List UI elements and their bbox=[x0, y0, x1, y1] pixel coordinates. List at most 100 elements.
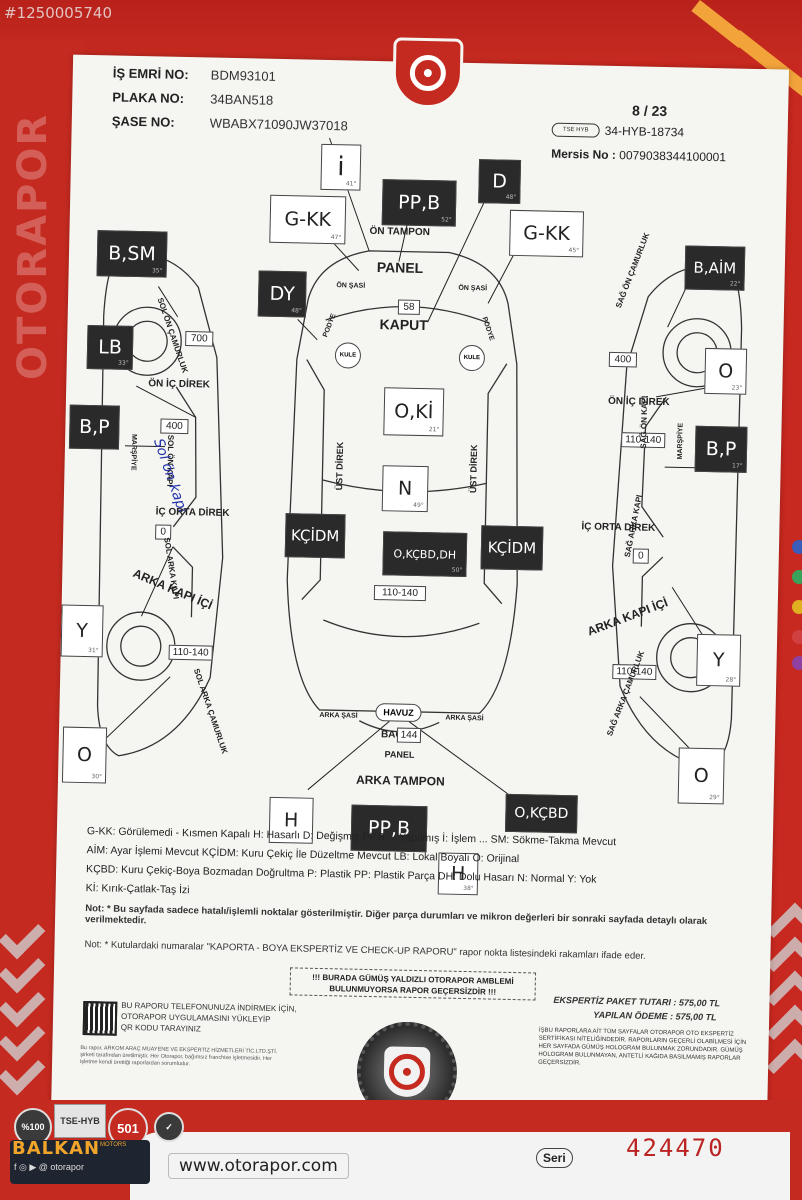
color-swatch bbox=[792, 630, 802, 644]
value-sag-on-camurluk: 400 bbox=[608, 351, 638, 368]
color-swatch bbox=[792, 540, 802, 554]
brand-ghost-text: OTORAPOR bbox=[10, 112, 56, 380]
box-degree: 28° bbox=[725, 676, 737, 684]
label-sag-on-kapi: SAĞ ÖN KAPI bbox=[639, 395, 650, 449]
label-on-sasi-left: ÖN ŞASİ bbox=[336, 282, 366, 290]
box-degree: 31° bbox=[87, 647, 99, 655]
hologram-fine-print: İŞBU RAPORLARA AİT TÜM SAYFALAR OTORAPOR… bbox=[538, 1027, 747, 1067]
box-degree: 50° bbox=[451, 566, 463, 574]
box-degree: 48° bbox=[505, 193, 517, 201]
box-degree: 17° bbox=[731, 462, 743, 470]
left-chevrons bbox=[0, 912, 50, 1096]
box-text: B,AİM bbox=[693, 258, 737, 278]
label-marspiye-left: MARŞPİYE bbox=[129, 433, 138, 471]
label-ic-orta-direk-right: İÇ ORTA DİREK bbox=[581, 521, 656, 534]
box-text: Y bbox=[712, 649, 725, 672]
box-text: O,Kİ bbox=[394, 400, 434, 424]
kaput-value: 58 bbox=[397, 299, 421, 315]
report-paper: İŞ EMRİ NO: BDM93101 PLAKA NO: 34BAN518 … bbox=[50, 37, 790, 1130]
box-text: KÇİDM bbox=[290, 526, 340, 546]
label-arka-tampon: ARKA TAMPON bbox=[355, 772, 445, 789]
box-text: LB bbox=[98, 336, 123, 359]
box-degree: 41° bbox=[345, 180, 357, 188]
box-text: B,P bbox=[78, 415, 110, 439]
damage-box-okcbd: O,KÇBD bbox=[504, 793, 578, 834]
box-degree: 29° bbox=[709, 794, 720, 802]
label-arka-sasi-right: ARKA ŞASİ bbox=[445, 714, 484, 723]
badge-tse-hyb: TSE-HYB bbox=[54, 1104, 106, 1138]
paket-label: EKSPERTİZ PAKET TUTARI : bbox=[553, 994, 677, 1008]
qr-fine-print: Bu rapor, ARKOM ARAÇ MUAYENE VE EKSPERTİ… bbox=[80, 1044, 278, 1068]
box-degree: 23° bbox=[731, 384, 743, 392]
odeme-label: YAPILAN ÖDEME : bbox=[593, 1009, 674, 1022]
value-sag-arka-kapi: 0 bbox=[632, 548, 649, 564]
seri-label: Seri bbox=[536, 1148, 573, 1168]
qr-instructions: BU RAPORU TELEFONUNUZA İNDİRMEK İÇİN, OT… bbox=[121, 1000, 297, 1037]
label-panel-bottom: PANEL bbox=[384, 749, 415, 760]
value-sol-on-kapi: 400 bbox=[160, 418, 189, 435]
note-2: Not: * Kutulardaki numaralar "KAPORTA - … bbox=[84, 939, 646, 962]
box-text: H bbox=[283, 809, 299, 832]
box-text: i bbox=[336, 152, 345, 183]
box-degree: 33° bbox=[118, 359, 129, 367]
box-text: O bbox=[693, 764, 709, 788]
label-arka-sasi-left: ARKA ŞASİ bbox=[319, 711, 358, 720]
damage-box-kcidm-left: KÇİDM bbox=[284, 513, 346, 559]
value-sol-on-camurluk: 700 bbox=[185, 331, 214, 347]
otorapor-logo-icon bbox=[388, 1053, 426, 1091]
website-link[interactable]: www.otorapor.com bbox=[168, 1153, 349, 1179]
label-ic-orta-direk-left: İÇ ORTA DİREK bbox=[155, 506, 230, 519]
box-degree: 22° bbox=[729, 280, 741, 288]
image-id-watermark: #1250005740 bbox=[4, 4, 113, 22]
box-degree: 45° bbox=[568, 247, 580, 255]
note-1: Not: * Bu sayfada sadece hatalı/işlemli … bbox=[84, 903, 708, 928]
legend-line-2: AİM: Ayar İşlemi Mevcut KÇİDM: Kuru Çeki… bbox=[86, 844, 520, 866]
dealer-name: BALKAN bbox=[12, 1138, 101, 1159]
dealer-logo-panel bbox=[10, 1140, 150, 1184]
legend-line-3: KÇBD: Kuru Çekiç-Boya Bozmadan Doğrultma… bbox=[85, 863, 597, 886]
bagaj-value: 144 bbox=[396, 727, 422, 744]
bottom-white-panel bbox=[130, 1132, 790, 1200]
box-degree: 38° bbox=[463, 884, 474, 893]
box-degree: 49° bbox=[413, 501, 424, 510]
color-swatch bbox=[792, 570, 802, 584]
label-marspiye-right: MARŞPİYE bbox=[676, 422, 685, 460]
label-havuz: HAVUZ bbox=[375, 703, 422, 723]
box-text: Y bbox=[76, 619, 89, 643]
value-sol-arka-camurluk: 110-140 bbox=[168, 644, 213, 661]
box-text: KÇİDM bbox=[487, 538, 537, 558]
box-degree: 52° bbox=[441, 216, 452, 224]
damage-box-kcidm-right: KÇİDM bbox=[480, 525, 544, 571]
box-text: B,P bbox=[705, 437, 737, 461]
label-on-ic-direk-right: ÖN İÇ DİREK bbox=[607, 395, 670, 409]
label-kaput: KAPUT bbox=[379, 316, 428, 334]
label-ust-direk-right: ÜST DİREK bbox=[468, 444, 480, 494]
label-on-sasi-right: ÖN ŞASİ bbox=[458, 284, 488, 293]
damage-box-bp-left: B,P bbox=[68, 404, 120, 450]
label-ust-direk-left: ÜST DİREK bbox=[334, 441, 346, 491]
warning-box: !!! BURADA GÜMÜŞ YALDIZLI OTORAPOR AMBLE… bbox=[289, 967, 537, 1001]
qr-code[interactable] bbox=[82, 1001, 118, 1036]
damage-box-ppb-bottom: PP,B bbox=[350, 804, 428, 853]
dealer-sub: MOTORS bbox=[100, 1142, 127, 1148]
box-text: N bbox=[397, 477, 413, 500]
box-degree: 48° bbox=[291, 307, 302, 315]
box-text: PP,B bbox=[397, 191, 441, 215]
box-text: G-KK bbox=[523, 222, 571, 246]
color-swatch bbox=[792, 600, 802, 614]
box-text: D bbox=[492, 170, 508, 193]
right-chevrons bbox=[766, 902, 802, 1086]
tavan-value: 110-140 bbox=[373, 585, 427, 602]
box-text: O bbox=[717, 360, 734, 383]
box-degree: 35° bbox=[151, 267, 163, 275]
